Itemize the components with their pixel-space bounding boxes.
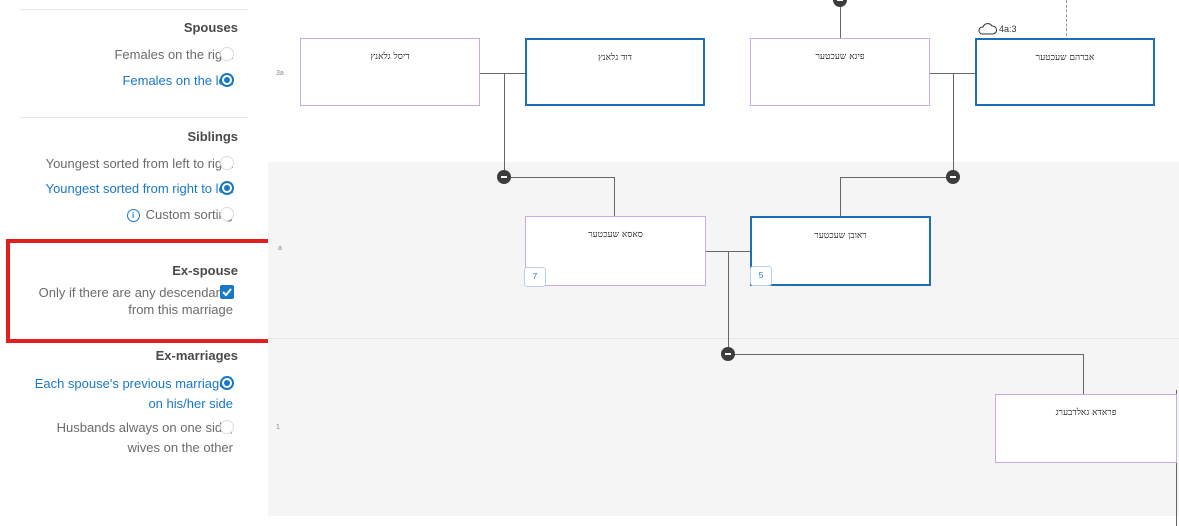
cloud-icon bbox=[978, 23, 997, 35]
collapse-button[interactable] bbox=[497, 170, 511, 184]
siblings-title: Siblings bbox=[187, 129, 238, 144]
each-spouse-line1: Each spouse's previous marriages bbox=[34, 376, 233, 391]
info-icon[interactable]: i bbox=[126, 209, 140, 222]
family-tree-canvas[interactable]: 3a a 1 דיסל גלאנץ דוד גלאנץ פיגא שעכטער … bbox=[268, 0, 1179, 526]
children-count-badge[interactable]: 5 bbox=[750, 266, 772, 286]
option-females-right[interactable]: Females on the right bbox=[114, 47, 233, 62]
connector-line bbox=[504, 177, 615, 178]
option-females-left[interactable]: Females on the left bbox=[122, 73, 233, 88]
ex-spouse-title: Ex-spouse bbox=[172, 263, 238, 278]
connector-line bbox=[614, 177, 615, 216]
cloud-tag[interactable]: 4a:3 bbox=[977, 22, 1017, 36]
each-spouse-line2: on his/her side bbox=[148, 396, 233, 411]
generation-label: 3a bbox=[276, 70, 284, 77]
person-name: דיסל גלאנץ bbox=[370, 52, 410, 62]
husbands-line1: Husbands always on one side, bbox=[56, 420, 233, 435]
ex-spouse-line1: Only if there are any descendants bbox=[38, 285, 233, 300]
option-custom-sorting[interactable]: i Custom sorting bbox=[126, 206, 233, 223]
collapse-button[interactable] bbox=[721, 347, 735, 361]
radio-youngest-left-to-right[interactable] bbox=[220, 156, 234, 170]
person-name: אברהם שעכטער bbox=[1035, 53, 1095, 63]
ex-marriages-title: Ex-marriages bbox=[155, 348, 238, 363]
ex-spouse-checkbox[interactable] bbox=[220, 285, 234, 299]
radio-females-left[interactable] bbox=[220, 73, 234, 87]
connector-line bbox=[728, 354, 1084, 355]
person-name: פיגא שעכטער bbox=[815, 52, 865, 62]
band-separator bbox=[268, 338, 1179, 339]
person-card-reuven-schechter[interactable]: ראובן שעכטער 5 bbox=[750, 216, 931, 286]
divider bbox=[20, 9, 248, 10]
ex-spouse-option-label[interactable]: Only if there are any descendants from t… bbox=[39, 284, 233, 318]
husbands-line2: wives on the other bbox=[127, 440, 233, 455]
spouse-connector bbox=[930, 73, 975, 74]
radio-custom-sorting[interactable] bbox=[220, 207, 234, 221]
checkmark-icon bbox=[222, 288, 232, 297]
option-youngest-right-to-left[interactable]: Youngest sorted from right to left bbox=[45, 181, 233, 196]
cloud-tag-label: 4a:3 bbox=[999, 24, 1017, 34]
radio-females-right[interactable] bbox=[220, 47, 234, 61]
person-name: ראובן שעכטער bbox=[814, 231, 867, 241]
radio-youngest-right-to-left[interactable] bbox=[220, 181, 234, 195]
person-card-diesel-glanz[interactable]: דיסל גלאנץ bbox=[300, 38, 480, 106]
person-card-feiga-schechter[interactable]: פיגא שעכטער bbox=[750, 38, 930, 106]
spouse-connector bbox=[705, 251, 750, 252]
person-card-david-glanz[interactable]: דוד גלאנץ bbox=[525, 38, 705, 106]
divider bbox=[20, 117, 248, 118]
spouse-connector bbox=[480, 73, 525, 74]
person-name: סאסא שעכטער bbox=[588, 230, 643, 240]
connector-line bbox=[953, 73, 954, 178]
collapse-button[interactable] bbox=[946, 170, 960, 184]
person-card-frada-goldberg[interactable]: פראדא גאלדבערג bbox=[995, 394, 1177, 463]
connector-line bbox=[728, 251, 729, 355]
radio-each-spouse-previous-marriages[interactable] bbox=[220, 376, 234, 390]
connector-line bbox=[840, 177, 841, 216]
connector-line bbox=[504, 73, 505, 177]
generation-label: 1 bbox=[276, 424, 280, 431]
radio-husbands-one-side[interactable] bbox=[220, 420, 234, 434]
option-each-spouse-previous-marriages[interactable]: Each spouse's previous marriages on his/… bbox=[35, 374, 233, 414]
generation-band bbox=[268, 162, 1179, 339]
person-card-avraham-schechter[interactable]: אברהם שעכטער bbox=[975, 38, 1155, 106]
ex-spouse-line2: from this marriage bbox=[128, 302, 233, 317]
person-name: דוד גלאנץ bbox=[597, 53, 633, 63]
custom-sorting-label: Custom sorting bbox=[145, 207, 233, 222]
connector-line bbox=[840, 177, 954, 178]
connector-line bbox=[840, 0, 841, 38]
option-youngest-left-to-right[interactable]: Youngest sorted from left to right bbox=[45, 156, 233, 171]
person-name: פראדא גאלדבערג bbox=[1055, 408, 1117, 418]
collapse-button[interactable] bbox=[833, 0, 847, 7]
settings-sidebar: Spouses Females on the right Females on … bbox=[0, 0, 272, 526]
children-count-badge[interactable]: 7 bbox=[524, 267, 546, 287]
person-card-sasa-schechter[interactable]: סאסא שעכטער 7 bbox=[524, 216, 706, 287]
connector-line bbox=[1083, 354, 1084, 394]
generation-label: a bbox=[278, 245, 282, 252]
spouses-title: Spouses bbox=[183, 20, 238, 35]
dashed-connector bbox=[1066, 0, 1067, 36]
option-husbands-one-side[interactable]: Husbands always on one side, wives on th… bbox=[57, 418, 233, 458]
ex-spouse-highlight-box bbox=[6, 239, 272, 343]
